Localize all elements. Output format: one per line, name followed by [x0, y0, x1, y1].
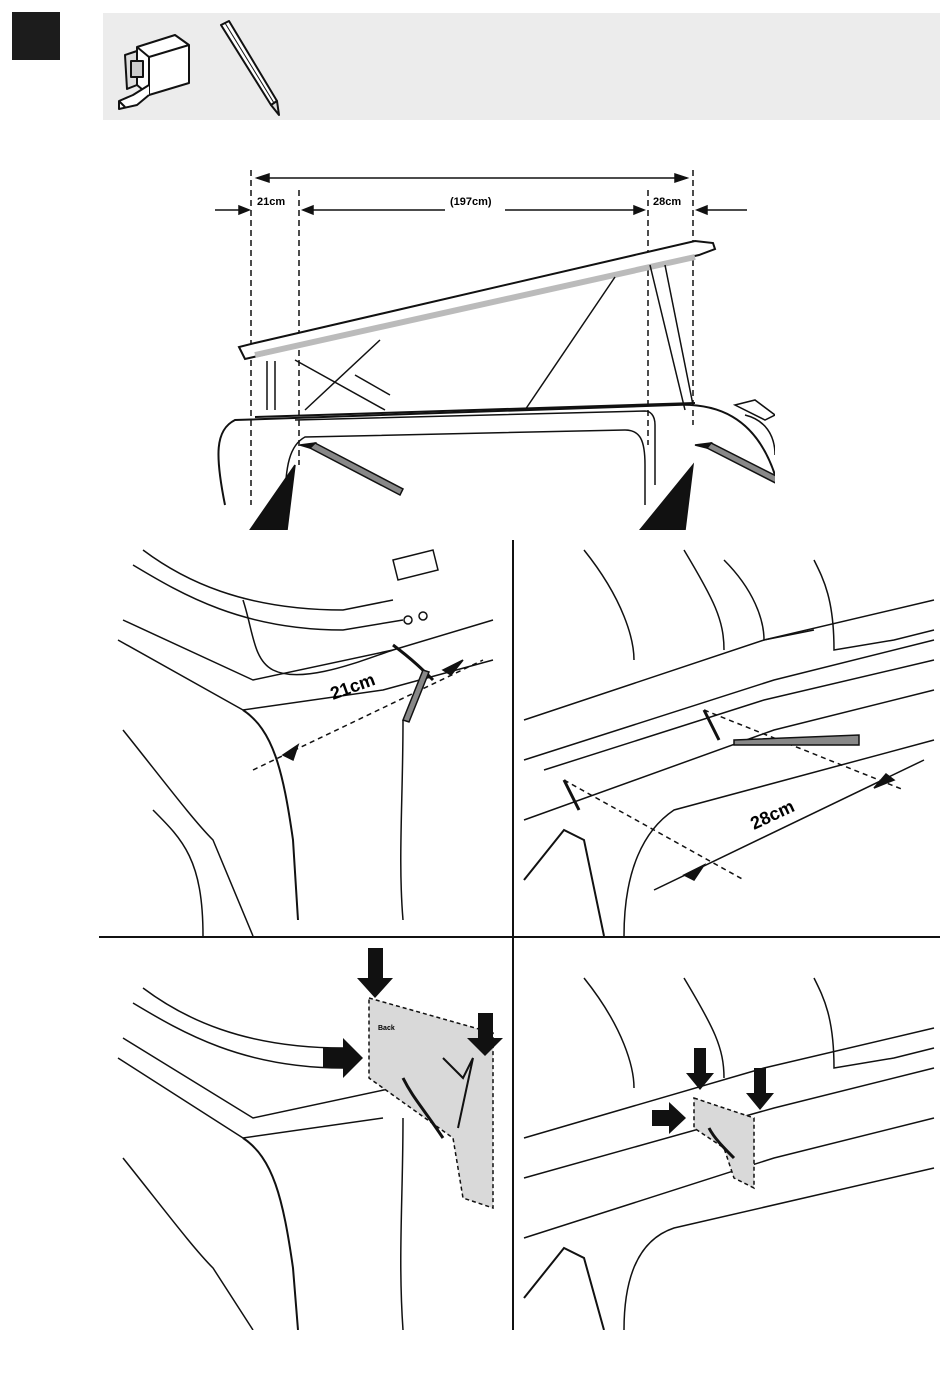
dim-middle-label: (197cm)	[450, 196, 492, 208]
step-marker	[12, 12, 60, 60]
zoom-wedge-left	[250, 465, 295, 530]
pencil-marker-right	[695, 443, 775, 493]
detail-panel-left-fit: Back	[103, 938, 512, 1330]
dimension-label-21cm: 21cm	[328, 669, 378, 704]
detail-panel-left-mark: 21cm	[103, 540, 512, 936]
detail-panel-right-mark: 28cm	[514, 540, 940, 936]
dimension-label-28cm: 28cm	[747, 796, 797, 834]
tape-measure-icon	[115, 25, 195, 111]
panel-divider-vertical	[512, 540, 514, 1330]
tools-required-bar	[103, 13, 940, 120]
pencil-icon	[215, 19, 285, 119]
dim-left-label: 21cm	[257, 196, 285, 208]
overview-diagram: 21cm (197cm) 28cm	[195, 165, 775, 530]
detail-panel-right-fit	[514, 938, 940, 1330]
pencil-marker-left	[300, 443, 403, 495]
clip-back-label: Back	[378, 1025, 395, 1032]
dim-right-label: 28cm	[653, 196, 681, 208]
panel-divider-horizontal	[99, 936, 940, 938]
zoom-wedge-right	[640, 465, 693, 530]
